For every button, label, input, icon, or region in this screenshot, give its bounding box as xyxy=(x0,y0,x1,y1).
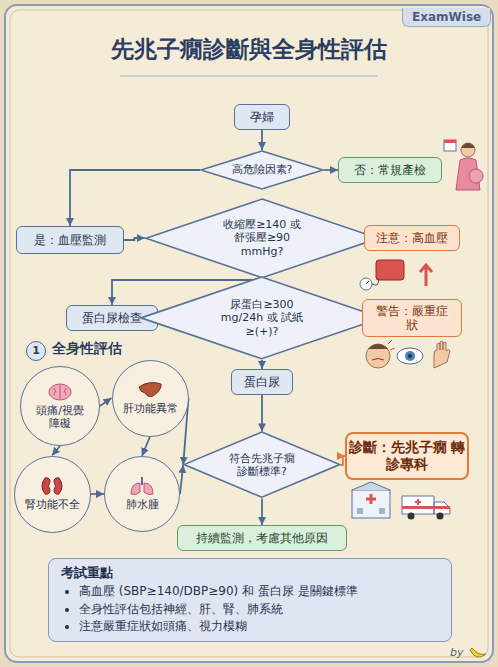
node-text: 孕婦 xyxy=(250,110,274,124)
decision-diamond: 高危險因素? xyxy=(200,150,324,190)
ambulance-icon xyxy=(402,496,450,520)
title: 先兆子癇診斷與全身性評估 xyxy=(0,34,498,65)
alert-box: 注意：高血壓 xyxy=(364,225,460,251)
section-heading: 全身性評估 xyxy=(52,340,122,358)
node-text: 腎功能不全 xyxy=(25,498,80,511)
diagnosis-box: 診斷：先兆子癇 轉診專科 xyxy=(345,432,469,480)
blood-pressure-icon xyxy=(360,260,432,290)
organ-circle: 肝功能異常 xyxy=(112,360,189,437)
decision-diamond: 收縮壓≥140 或 舒張壓≥90 mmHg? xyxy=(145,198,379,279)
callout-number: 1 xyxy=(26,341,46,361)
summary-item: 注意嚴重症狀如頭痛、視力模糊 xyxy=(79,618,358,635)
outcome-box: 持續監測，考慮其他原因 xyxy=(177,525,347,551)
organ-icon xyxy=(129,476,155,496)
summary-item: 全身性評估包括神經、肝、腎、肺系統 xyxy=(79,601,358,618)
signature: by xyxy=(450,646,464,659)
start-box: 孕婦 xyxy=(234,104,290,130)
organ-icon xyxy=(39,476,65,496)
node-text: 收縮壓≥140 或 舒張壓≥90 mmHg? xyxy=(214,218,310,258)
summary-item: 高血壓 (SBP≥140/DBP≥90) 和 蛋白尿 是關鍵標準 xyxy=(79,583,358,600)
node-text: 注意：高血壓 xyxy=(376,231,448,245)
decision-diamond: 符合先兆子癇 診斷標準? xyxy=(183,431,341,498)
connector xyxy=(142,437,150,457)
banana-icon xyxy=(470,648,486,657)
symptom-icons xyxy=(366,340,450,368)
connector xyxy=(324,169,338,171)
pregnant-woman xyxy=(444,140,483,190)
brand-tab: ExamWise xyxy=(402,8,491,27)
node-text: 否：常規產檢 xyxy=(354,163,426,177)
decision-diamond: 尿蛋白≥300 mg/24h 或 試紙≥(+)? xyxy=(140,276,383,360)
connector xyxy=(70,170,200,226)
process-box: 蛋白尿 xyxy=(231,369,293,395)
outcome-box: 否：常規產檢 xyxy=(338,157,442,183)
node-text: 頭痛/視覺障礙 xyxy=(31,404,89,430)
connector xyxy=(261,360,263,369)
organ-icon xyxy=(137,380,163,400)
organ-circle: 腎功能不全 xyxy=(14,456,91,533)
connector xyxy=(180,465,183,494)
hospital-icon xyxy=(352,482,390,518)
connector xyxy=(52,446,60,456)
node-text: 符合先兆子癇 診斷標準? xyxy=(222,452,302,478)
summary-box: 考試重點高血壓 (SBP≥140/DBP≥90) 和 蛋白尿 是關鍵標準全身性評… xyxy=(48,558,452,643)
node-text: 持續監測，考慮其他原因 xyxy=(196,531,328,545)
summary-list: 高血壓 (SBP≥140/DBP≥90) 和 蛋白尿 是關鍵標準全身性評估包括神… xyxy=(79,583,358,635)
node-text: 尿蛋白≥300 mg/24h 或 試紙≥(+)? xyxy=(210,298,314,338)
organ-circle: 頭痛/視覺障礙 xyxy=(20,366,100,446)
organ-icon xyxy=(47,382,73,402)
connector xyxy=(100,398,112,406)
connector xyxy=(91,493,105,495)
summary-heading: 考試重點 xyxy=(61,565,113,581)
node-text: 是：血壓監測 xyxy=(34,233,106,247)
node-text: 高危險因素? xyxy=(232,163,293,176)
process-box: 是：血壓監測 xyxy=(16,226,124,254)
alert-box: 警告：嚴重症狀 xyxy=(362,299,462,338)
connector xyxy=(261,130,263,150)
node-text: 警告：嚴重症狀 xyxy=(371,304,453,333)
node-text: 診斷：先兆子癇 轉診專科 xyxy=(347,439,467,473)
node-text: 蛋白尿檢查 xyxy=(82,311,142,325)
connector xyxy=(124,238,145,240)
node-text: 肝功能異常 xyxy=(123,402,178,415)
organ-circle: 肺水腫 xyxy=(104,456,180,532)
node-text: 肺水腫 xyxy=(126,498,159,511)
connector xyxy=(261,499,263,525)
node-text: 蛋白尿 xyxy=(244,375,280,389)
connector xyxy=(261,395,263,431)
